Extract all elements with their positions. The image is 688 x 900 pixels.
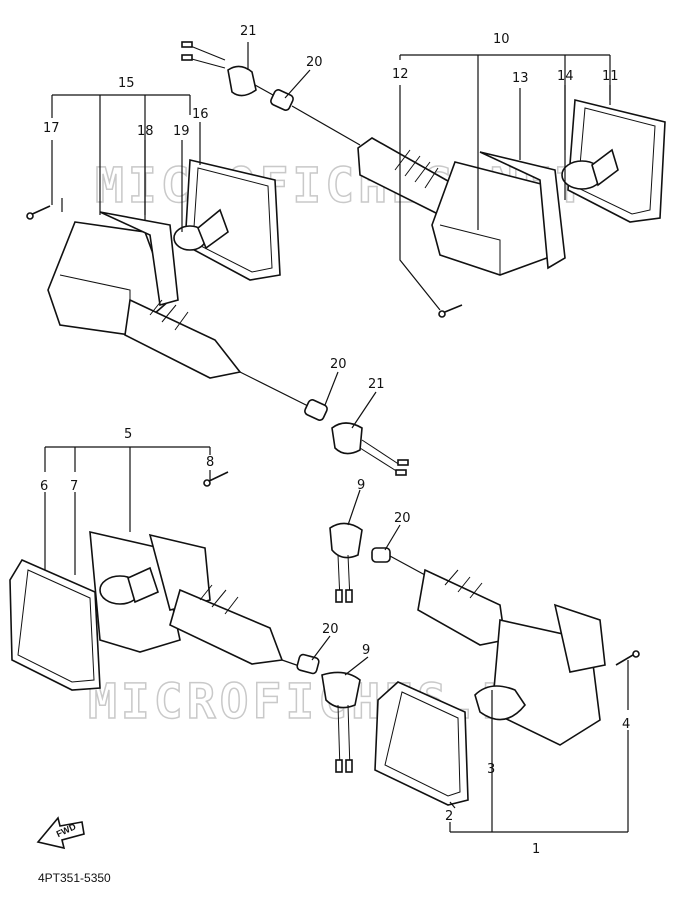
callout-14: 14 [557, 69, 574, 84]
callout-9-lower: 9 [362, 643, 370, 658]
leader-lines [44, 42, 629, 833]
callout-4: 4 [622, 717, 630, 732]
callout-21-top: 21 [240, 24, 257, 39]
callout-19: 19 [173, 124, 190, 139]
callout-7: 7 [70, 479, 78, 494]
callout-3: 3 [487, 762, 495, 777]
callout-21-middle: 21 [368, 377, 385, 392]
callout-10: 10 [493, 32, 510, 47]
callout-12: 12 [392, 67, 409, 82]
callout-20-middle: 20 [330, 357, 347, 372]
callout-20-lower-left: 20 [322, 622, 339, 637]
forward-arrow-icon: FWD [36, 816, 85, 850]
callout-1: 1 [532, 842, 540, 857]
callout-16: 16 [192, 107, 209, 122]
callout-9-upper: 9 [357, 478, 365, 493]
part-code: 4PT351-5350 [38, 871, 111, 885]
callout-11: 11 [602, 69, 619, 84]
top-left-flasher-assembly [26, 159, 409, 476]
top-right-flasher-assembly [181, 41, 666, 318]
callout-6: 6 [40, 479, 48, 494]
callout-18: 18 [137, 124, 154, 139]
callout-17: 17 [43, 121, 60, 136]
bottom-left-flasher-assembly [9, 471, 361, 773]
callout-13: 13 [512, 71, 529, 86]
callout-labels: 21 20 10 12 13 14 11 15 16 17 18 19 20 2… [40, 24, 630, 857]
callout-15: 15 [118, 76, 135, 91]
callout-8: 8 [206, 455, 214, 470]
bottom-right-flasher-assembly [329, 522, 640, 806]
callout-20-lower-right: 20 [394, 511, 411, 526]
callout-2: 2 [445, 809, 453, 824]
callout-20-top: 20 [306, 55, 323, 70]
callout-5: 5 [124, 427, 132, 442]
